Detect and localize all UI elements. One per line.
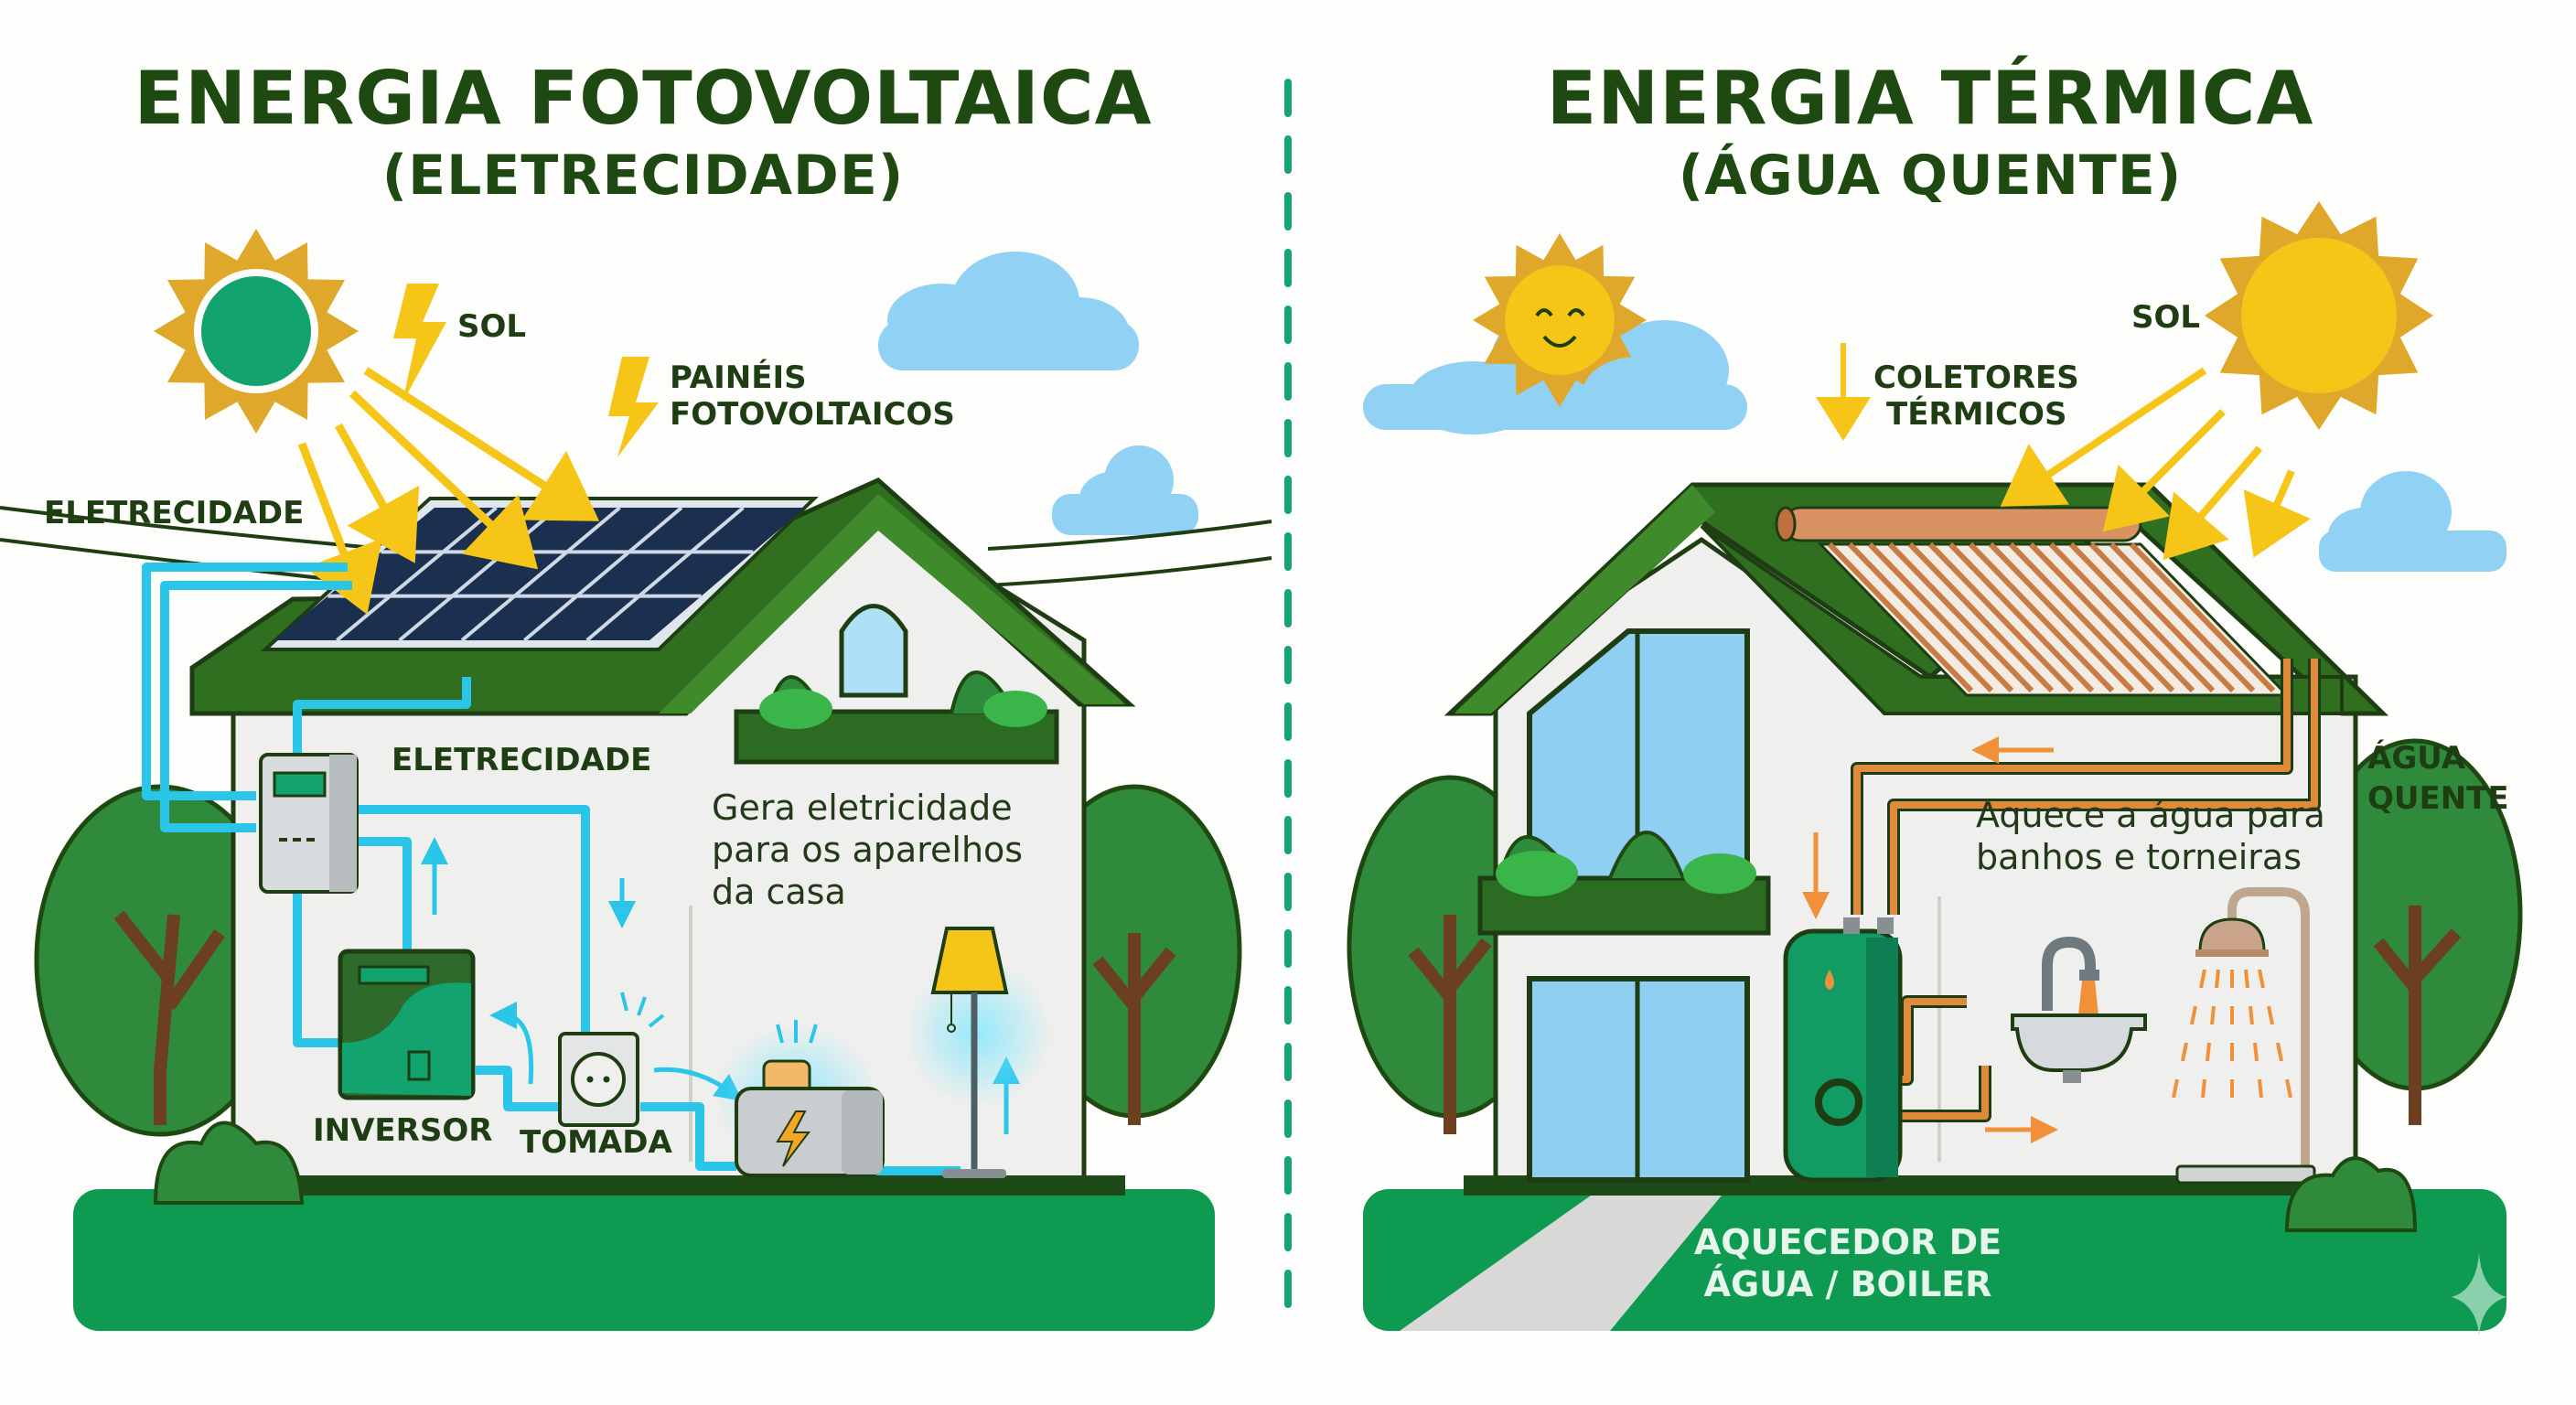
sparkle-icon [2452,1253,2506,1335]
electric-meter-icon [259,753,359,894]
right-title: ENERGIA TÉRMICA (ÁGUA QUENTE) [1381,57,2479,210]
label-water-heater-line: AQUECEDOR DE [1693,1222,2002,1262]
left-title-sub: (ELETRECIDADE) [381,144,905,208]
label-sun: SOL [457,308,527,345]
electric-wiring [142,563,961,1175]
right-title-sub: (ÁGUA QUENTE) [1678,144,2183,208]
left-title: ENERGIA FOTOVOLTAICA (ELETRECIDADE) [94,57,1192,210]
water-heater-icon [1783,917,1903,1183]
label-house-electricity: ELETRECIDADE [392,742,652,778]
left-description-line: Gera eletricidade [712,788,1013,828]
bush-icon [153,1121,305,1205]
flow-arrows [1802,736,2058,1143]
label-grid-electricity: ELETRECIDADE [44,495,305,531]
sunlight-arrows [297,367,600,615]
lightning-icon [608,357,659,457]
inverter-icon [338,949,476,1100]
right-description-line: Aquece a água para [1976,795,2325,835]
label-panels-line1: PAINÉIS [670,359,807,396]
label-inverter: INVERSOR [313,1112,493,1149]
left-title-main: ENERGIA FOTOVOLTAICA [134,56,1153,141]
sink-faucet-icon [2011,936,2147,1083]
smiling-sun-icon [1473,233,1692,430]
label-hot-water-line2: QUENTE [2367,780,2509,817]
left-description-line: para os aparelhos [712,830,1024,870]
label-water-heater: AQUECEDOR DE ÁGUA / BOILER [1674,1221,2022,1305]
outlet-icon [558,992,665,1127]
label-water-heater-line: ÁGUA / BOILER [1703,1264,1992,1304]
cloud-icon [1052,445,1198,535]
thermal-collector-icon [1775,506,2291,697]
label-collectors-line2: TÉRMICOS [1886,396,2067,433]
cloud-icon [878,252,1139,370]
left-description-line: da casa [712,872,846,912]
shower-icon [2172,887,2316,1185]
sun-icon [154,229,359,434]
bush-icon [2284,1156,2418,1232]
sun-icon [2205,201,2433,430]
right-description-line: banhos e torneiras [1976,837,2302,877]
walkway [1400,1175,1738,1331]
left-description: Gera eletricidade para os aparelhos da c… [712,787,1023,913]
ground [73,1189,1215,1331]
label-hot-water-line1: ÁGUA [2367,740,2466,777]
lightning-icon [393,284,446,402]
label-panels-line2: FOTOVOLTAICOS [670,396,955,433]
label-collectors-line1: COLETORES [1873,359,2079,396]
toaster-icon [714,1020,885,1177]
floor-lamp-icon [906,927,1052,1178]
label-outlet: TOMADA [520,1124,672,1161]
tree-icon [34,784,286,1137]
right-title-main: ENERGIA TÉRMICA [1546,56,2314,141]
label-sun: SOL [2131,299,2201,336]
cloud-icon [2319,471,2506,572]
right-description: Aquece a água para banhos e torneiras [1976,794,2325,878]
sunlight-arrows [2000,367,2311,561]
